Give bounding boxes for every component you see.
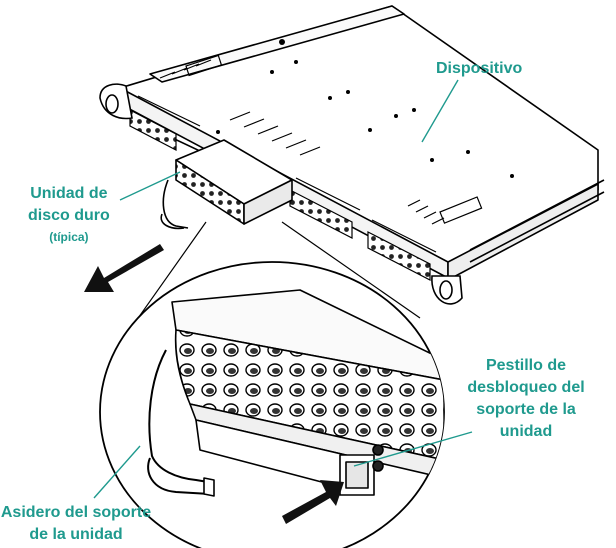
extracted-hard-drive	[160, 139, 293, 230]
chassis-screws	[216, 39, 514, 178]
leader-lines	[93, 79, 473, 499]
label-device: Dispositivo	[436, 60, 523, 77]
label-tray-handle: Asidero del soporte de la unidad	[0, 502, 152, 546]
label-release-latch-line3: soporte de la	[476, 401, 576, 418]
label-hard-drive: Unidad de disco duro (típica)	[28, 183, 110, 247]
drive-bays	[129, 95, 437, 281]
label-hard-drive-line2: disco duro	[28, 207, 110, 224]
chassis-vents	[159, 54, 483, 225]
right-rack-ear	[431, 179, 605, 305]
label-release-latch: Pestillo de desbloqueo del soporte de la…	[456, 355, 596, 443]
label-hard-drive-line3: (típica)	[49, 230, 89, 244]
label-tray-handle-line1: Asidero del soporte	[0, 504, 152, 521]
left-rack-ear	[99, 83, 133, 120]
server-chassis	[119, 5, 599, 281]
label-hard-drive-line1: Unidad de	[30, 185, 108, 202]
push-arrow	[282, 480, 344, 524]
label-tray-handle-line2: de la unidad	[29, 526, 123, 543]
label-release-latch-line2: desbloqueo del	[467, 379, 585, 396]
label-release-latch-line4: unidad	[499, 423, 553, 440]
pull-arrow-small	[84, 244, 164, 292]
label-release-latch-line1: Pestillo de	[485, 357, 567, 374]
zoom-detail	[99, 261, 445, 548]
